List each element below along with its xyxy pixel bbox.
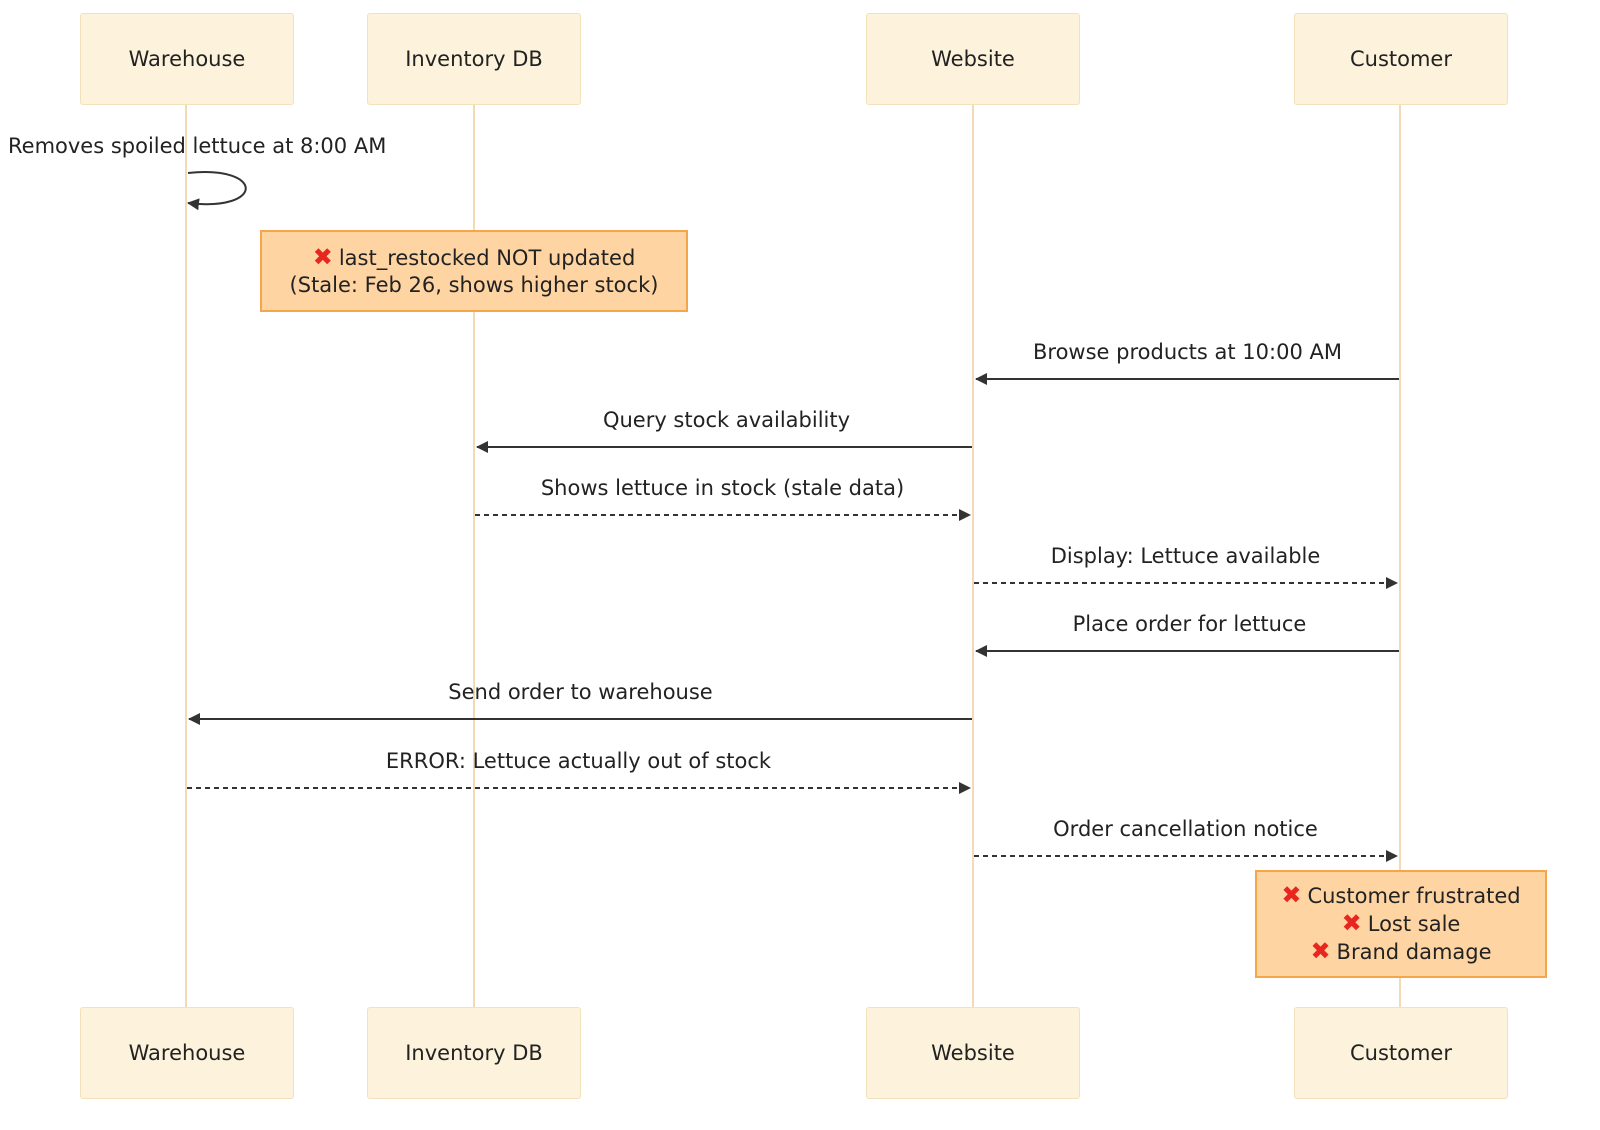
- message-label: Order cancellation notice: [1053, 817, 1318, 841]
- actor-label: Warehouse: [128, 47, 246, 71]
- message-label: ERROR: Lettuce actually out of stock: [385, 749, 772, 773]
- cross-mark-icon: ✖: [312, 242, 333, 271]
- note-line: ✖Lost sale: [1342, 910, 1461, 938]
- self-message-loop: [187, 171, 247, 211]
- note-line: ✖last_restocked NOT updated: [312, 242, 636, 272]
- note-text: Lost sale: [1367, 912, 1461, 936]
- note-line: ✖Customer frustrated: [1281, 882, 1520, 910]
- lifeline-warehouse: [185, 105, 187, 1007]
- note-text: Customer frustrated: [1307, 884, 1521, 908]
- note-line: ✖Brand damage: [1310, 938, 1491, 966]
- message-label: Display: Lettuce available: [1050, 544, 1321, 568]
- self-message-label: Removes spoiled lettuce at 8:00 AM: [8, 134, 387, 158]
- actor-label: Website: [931, 1041, 1015, 1065]
- actor-label: Inventory DB: [405, 1041, 543, 1065]
- actor-label: Customer: [1349, 47, 1452, 71]
- note-line: (Stale: Feb 26, shows higher stock): [289, 272, 659, 297]
- cross-mark-icon: ✖: [1341, 909, 1362, 937]
- message-label: Query stock availability: [602, 408, 851, 432]
- actor-website-top: Website: [866, 13, 1080, 105]
- note-customer-impact: ✖Customer frustrated ✖Lost sale ✖Brand d…: [1255, 870, 1547, 978]
- note-stale-data: ✖last_restocked NOT updated (Stale: Feb …: [260, 230, 688, 312]
- actor-label: Customer: [1349, 1041, 1452, 1065]
- actor-inventory-db-top: Inventory DB: [367, 13, 581, 105]
- actor-customer-bottom: Customer: [1294, 1007, 1508, 1099]
- actor-warehouse-bottom: Warehouse: [80, 1007, 294, 1099]
- actor-label: Website: [931, 47, 1015, 71]
- actor-customer-top: Customer: [1294, 13, 1508, 105]
- lifeline-customer: [1399, 105, 1401, 1007]
- message-label: Place order for lettuce: [1072, 612, 1307, 636]
- message-label: Shows lettuce in stock (stale data): [540, 476, 905, 500]
- actor-warehouse-top: Warehouse: [80, 13, 294, 105]
- cross-mark-icon: ✖: [1281, 881, 1302, 909]
- note-text: last_restocked NOT updated: [338, 245, 636, 270]
- cross-mark-icon: ✖: [1310, 937, 1331, 965]
- actor-label: Warehouse: [128, 1041, 246, 1065]
- message-label: Browse products at 10:00 AM: [1033, 340, 1342, 364]
- actor-label: Inventory DB: [405, 47, 543, 71]
- lifeline-website: [972, 105, 974, 1007]
- actor-website-bottom: Website: [866, 1007, 1080, 1099]
- note-text: Brand damage: [1336, 940, 1492, 964]
- lifeline-inventory-db: [473, 105, 475, 1007]
- message-label: Send order to warehouse: [448, 680, 713, 704]
- actor-inventory-db-bottom: Inventory DB: [367, 1007, 581, 1099]
